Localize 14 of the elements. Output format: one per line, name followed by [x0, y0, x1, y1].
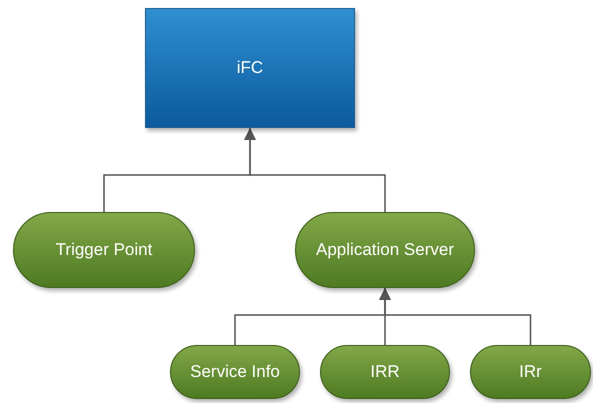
node-label: IRr [519, 361, 542, 383]
node-label: Application Server [316, 239, 454, 261]
rounded-node [170, 345, 300, 399]
node-label: iFC [236, 57, 264, 79]
connector-arrow [379, 288, 532, 345]
rounded-node [295, 212, 475, 288]
connector-arrow [244, 128, 386, 212]
node-label: IRR [370, 361, 400, 383]
rounded-node [470, 345, 591, 399]
process-box [145, 8, 355, 128]
node-label: Service Info [190, 361, 280, 383]
rounded-node [320, 345, 450, 399]
rounded-node [13, 212, 195, 288]
node-label: Trigger Point [56, 239, 152, 261]
